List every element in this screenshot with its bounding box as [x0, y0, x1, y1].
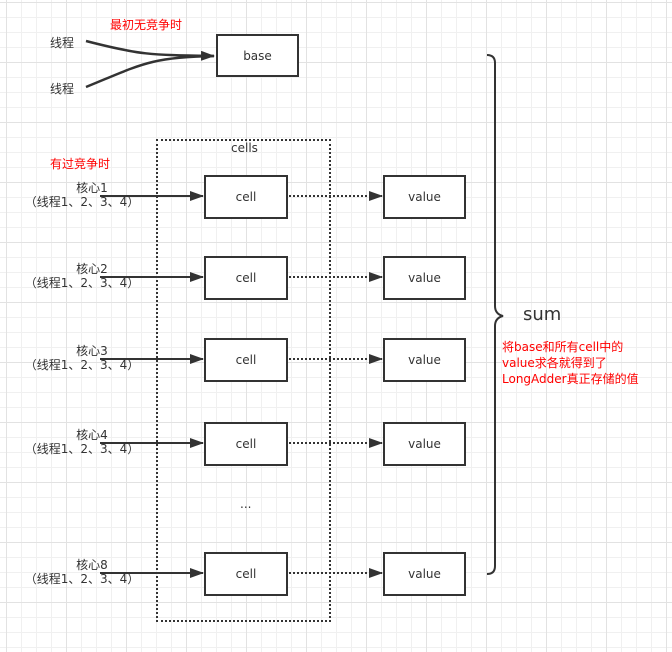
core-threads: （线程1、2、3、4）: [24, 572, 140, 586]
core-threads: （线程1、2、3、4）: [24, 195, 140, 209]
value-box: value: [383, 552, 466, 596]
core-name: 核心2: [76, 262, 108, 276]
core-name: 核心4: [76, 428, 108, 442]
sum-note-line-1: 将base和所有cell中的: [502, 340, 624, 354]
core-threads: （线程1、2、3、4）: [24, 442, 140, 456]
sum-label: sum: [523, 304, 562, 325]
cell-box: cell: [204, 256, 288, 300]
sum-note-line-2: value求各就得到了: [502, 356, 607, 370]
cell-box: cell: [204, 175, 288, 219]
cells-container: [156, 139, 331, 622]
cell-box: cell: [204, 338, 288, 382]
core-label: 核心3（线程1、2、3、4）: [14, 344, 150, 372]
contended-label: 有过竞争时: [50, 157, 111, 171]
cell-box: cell: [204, 422, 288, 466]
value-box: value: [383, 175, 466, 219]
ellipsis: ...: [240, 497, 252, 511]
value-box: value: [383, 422, 466, 466]
base-box: base: [216, 34, 299, 77]
thread-label-1: 线程: [50, 36, 75, 50]
value-box: value: [383, 338, 466, 382]
core-label: 核心4（线程1、2、3、4）: [14, 428, 150, 456]
core-name: 核心1: [76, 181, 108, 195]
thread2-to-base-arrow: [85, 54, 215, 89]
core-name: 核心3: [76, 344, 108, 358]
core-label: 核心1（线程1、2、3、4）: [14, 181, 150, 209]
sum-brace: [486, 54, 504, 575]
sum-note: 将base和所有cell中的 value求各就得到了 LongAdder真正存储…: [502, 339, 639, 387]
core-threads: （线程1、2、3、4）: [24, 358, 140, 372]
thread1-to-base-arrow: [85, 39, 215, 61]
thread-label-2: 线程: [50, 82, 75, 96]
sum-note-line-3: LongAdder真正存储的值: [502, 372, 639, 386]
initial-no-contention-label: 最初无竞争时: [110, 18, 183, 32]
cell-box: cell: [204, 552, 288, 596]
cells-container-label: cells: [231, 141, 258, 155]
core-name: 核心8: [76, 558, 108, 572]
core-threads: （线程1、2、3、4）: [24, 276, 140, 290]
core-label: 核心8（线程1、2、3、4）: [14, 558, 150, 586]
core-label: 核心2（线程1、2、3、4）: [14, 262, 150, 290]
value-box: value: [383, 256, 466, 300]
